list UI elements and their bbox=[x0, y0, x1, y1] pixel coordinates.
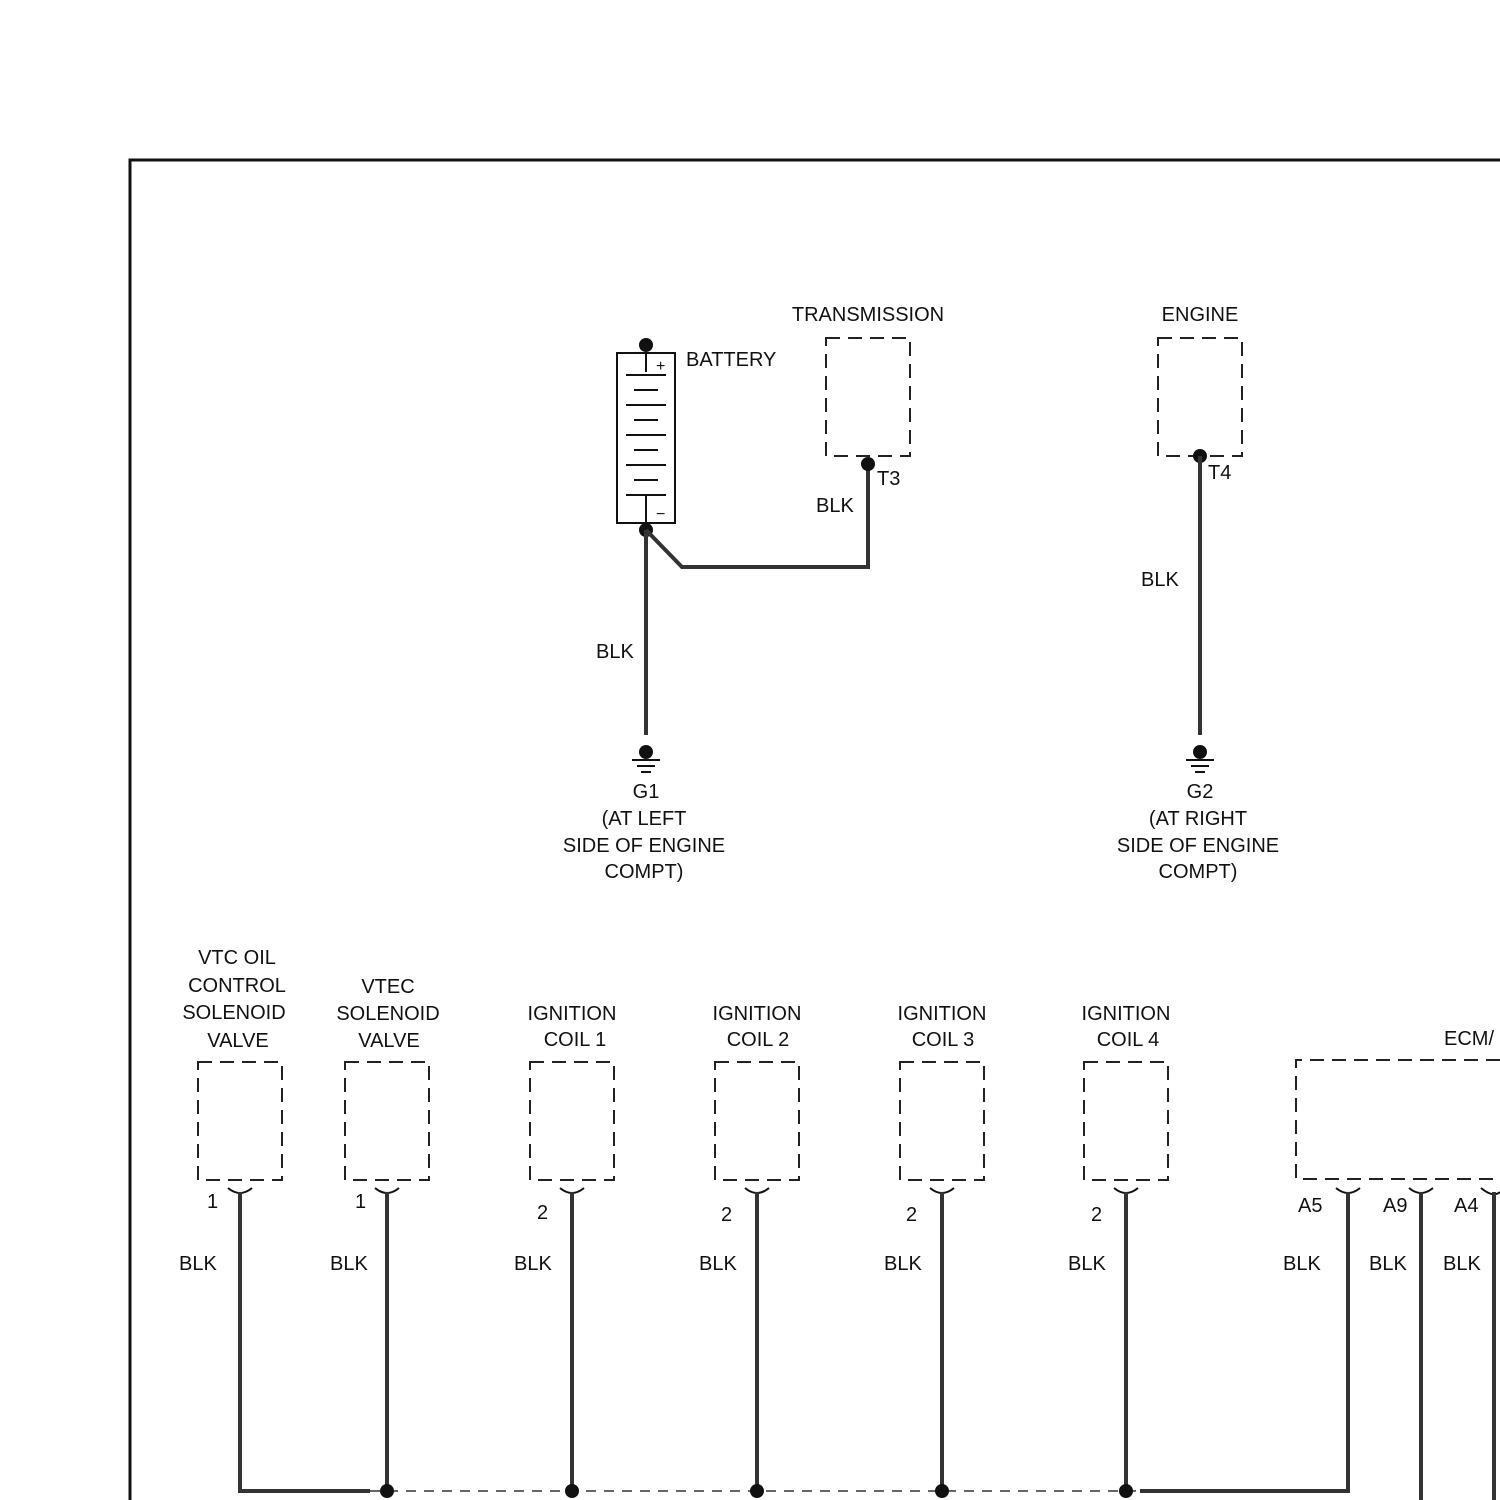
component-ecm: ECM/ A5 A9 A4 BLK BLK BLK bbox=[1283, 1028, 1500, 1275]
ecm-pin-label: A5 bbox=[1298, 1195, 1322, 1217]
ground-g2-location-line: COMPT) bbox=[1159, 861, 1238, 883]
ground-g1-location-line: SIDE OF ENGINE bbox=[563, 835, 725, 857]
pin-number: 1 bbox=[207, 1191, 218, 1213]
wire-color-label: BLK bbox=[884, 1253, 922, 1275]
pin-number: 2 bbox=[1091, 1204, 1102, 1226]
engine-box bbox=[1158, 338, 1242, 456]
component-ignition-coil-2: IGNITION COIL 2 2 BLK bbox=[699, 1003, 801, 1275]
component-label-line: COIL 3 bbox=[912, 1029, 975, 1051]
component-label-line: SOLENOID bbox=[182, 1002, 285, 1024]
component-label-line: CONTROL bbox=[188, 975, 286, 997]
wire-color-label: BLK bbox=[1443, 1253, 1481, 1275]
terminal-t3-dot bbox=[861, 457, 875, 471]
splice-dot bbox=[380, 1484, 394, 1498]
component-label-line: IGNITION bbox=[528, 1003, 617, 1025]
component-ignition-coil-4: IGNITION COIL 4 2 BLK bbox=[1068, 1003, 1170, 1275]
component-vtc-oil-control-solenoid-valve: VTC OIL CONTROL SOLENOID VALVE 1 BLK bbox=[179, 947, 286, 1275]
component-label-line: SOLENOID bbox=[336, 1003, 439, 1025]
battery-label: BATTERY bbox=[686, 349, 776, 371]
pin-number: 2 bbox=[537, 1202, 548, 1224]
battery-plus-sign: + bbox=[656, 358, 665, 375]
splice-dot bbox=[565, 1484, 579, 1498]
transmission-label: TRANSMISSION bbox=[792, 304, 944, 326]
ground-g2-location-line: (AT RIGHT bbox=[1149, 808, 1247, 830]
component-label-line: COIL 1 bbox=[544, 1029, 607, 1051]
splice-dot bbox=[935, 1484, 949, 1498]
ecm-box bbox=[1296, 1060, 1500, 1179]
ecm-label: ECM/ bbox=[1444, 1028, 1494, 1050]
component-label-line: COIL 4 bbox=[1097, 1029, 1160, 1051]
battery-symbol: + − bbox=[617, 338, 675, 537]
ground-g1-location-line: COMPT) bbox=[605, 861, 684, 883]
wire-color-label: BLK bbox=[1369, 1253, 1407, 1275]
transmission-box bbox=[826, 338, 910, 456]
component-ignition-coil-3: IGNITION COIL 3 2 BLK bbox=[884, 1003, 986, 1275]
component-box bbox=[1084, 1062, 1168, 1180]
pin-number: 2 bbox=[721, 1204, 732, 1226]
splice-dot bbox=[1119, 1484, 1133, 1498]
component-label-line: IGNITION bbox=[713, 1003, 802, 1025]
component-box bbox=[198, 1062, 282, 1180]
wire-color-label: BLK bbox=[514, 1253, 552, 1275]
wire-color-label: BLK bbox=[179, 1253, 217, 1275]
battery-minus-sign: − bbox=[656, 506, 665, 523]
connector-symbol bbox=[1481, 1188, 1500, 1194]
component-label-line: IGNITION bbox=[898, 1003, 987, 1025]
component-box bbox=[715, 1062, 799, 1180]
component-box bbox=[345, 1062, 429, 1180]
component-label-line: IGNITION bbox=[1082, 1003, 1171, 1025]
ground-g1-symbol bbox=[632, 745, 660, 772]
terminal-t3-label: T3 bbox=[877, 468, 900, 490]
ground-g2-id: G2 bbox=[1187, 781, 1214, 803]
wire-color-battery-t3: BLK bbox=[816, 495, 854, 517]
wire-color-label: BLK bbox=[1068, 1253, 1106, 1275]
wire-color-label: BLK bbox=[699, 1253, 737, 1275]
component-vtec-solenoid-valve: VTEC SOLENOID VALVE 1 BLK bbox=[330, 976, 440, 1275]
splice-dot bbox=[750, 1484, 764, 1498]
component-label-line: VALVE bbox=[207, 1030, 269, 1052]
engine-label: ENGINE bbox=[1162, 304, 1239, 326]
ecm-pin-label: A9 bbox=[1383, 1195, 1407, 1217]
wire-color-engine-g2: BLK bbox=[1141, 569, 1179, 591]
terminal-t4-label: T4 bbox=[1208, 462, 1231, 484]
component-label-line: VALVE bbox=[358, 1030, 420, 1052]
ground-g2-symbol bbox=[1186, 745, 1214, 772]
component-ignition-coil-1: IGNITION COIL 1 2 BLK bbox=[514, 1003, 616, 1275]
ecm-pin-label: A4 bbox=[1454, 1195, 1478, 1217]
ground-g1-id: G1 bbox=[633, 781, 660, 803]
component-label-line: COIL 2 bbox=[727, 1029, 790, 1051]
diagram-frame bbox=[130, 160, 1500, 1500]
component-label-line: VTC OIL bbox=[198, 947, 276, 969]
wire-color-battery-g1: BLK bbox=[596, 641, 634, 663]
component-label-line: VTEC bbox=[361, 976, 414, 998]
pin-number: 2 bbox=[906, 1204, 917, 1226]
wire-color-label: BLK bbox=[330, 1253, 368, 1275]
ground-g2-location-line: SIDE OF ENGINE bbox=[1117, 835, 1279, 857]
component-box bbox=[900, 1062, 984, 1180]
pin-number: 1 bbox=[355, 1191, 366, 1213]
ground-g1-location-line: (AT LEFT bbox=[602, 808, 687, 830]
wire-color-label: BLK bbox=[1283, 1253, 1321, 1275]
component-box bbox=[530, 1062, 614, 1180]
